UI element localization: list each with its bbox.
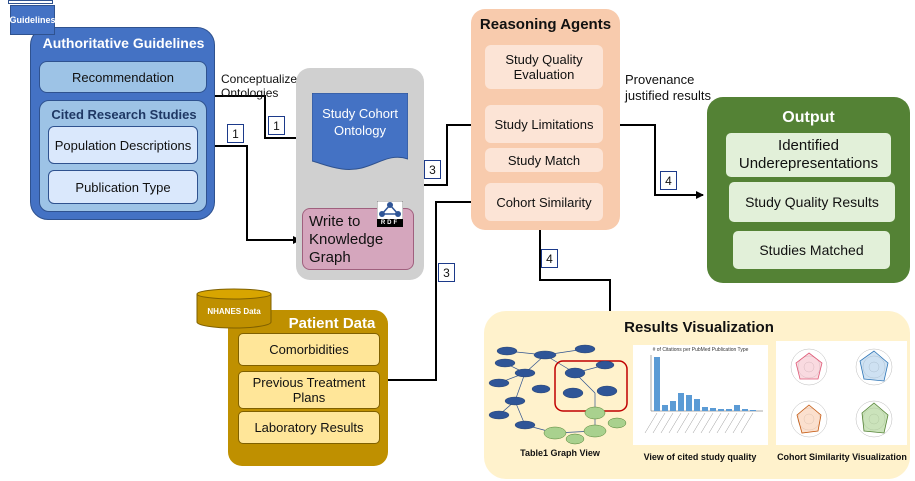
nhanes-database-icon [196, 288, 272, 329]
results-visualization-title: Results Visualization [624, 318, 774, 336]
identified-underrepresentations-box: Identified Underepresentations [726, 133, 891, 177]
authoritative-guidelines-panel: Authoritative Guidelines Recommendation … [30, 27, 215, 220]
study-limitations-box: Study Limitations [485, 105, 603, 143]
comorbidities-box: Comorbidities [238, 333, 380, 366]
patient-data-title: Patient Data [288, 314, 376, 332]
recommendation-box: Recommendation [39, 61, 207, 93]
rdf-icon: RDF [376, 200, 404, 228]
ontology-document-shape [312, 93, 408, 170]
step-badge: 3 [424, 160, 441, 179]
bar-chart-thumbnail: # of Citations per PubMed Publication Ty… [633, 345, 768, 445]
arrow-patient-to-reasoning [388, 198, 481, 381]
bar-chart-plot [644, 355, 763, 434]
step-badge: 1 [227, 124, 244, 143]
authoritative-guidelines-title: Authoritative Guidelines [42, 35, 205, 51]
caption-cohort-similarity: Cohort Similarity Visualization [777, 452, 907, 462]
cohort-similarity-box: Cohort Similarity [485, 183, 603, 221]
population-descriptions-box: Population Descriptions [48, 126, 198, 164]
output-panel: Output Identified Underepresentations St… [707, 97, 910, 283]
study-quality-evaluation-box: Study Quality Evaluation [485, 45, 603, 89]
study-match-box: Study Match [485, 148, 603, 172]
step-badge: 4 [660, 171, 677, 190]
knowledge-graph-label: Write to Knowledge Graph [309, 213, 384, 266]
reasoning-agents-panel: Reasoning Agents Study Quality Evaluatio… [471, 9, 620, 230]
arrow-reasoning-to-visualization [539, 228, 614, 323]
publication-type-box: Publication Type [48, 170, 198, 204]
document-stack-icon [8, 0, 53, 4]
output-title: Output [782, 109, 835, 126]
step-badge: 3 [438, 263, 455, 282]
radar-charts-thumbnail [776, 341, 907, 445]
patient-data-panel: Patient Data Comorbidities Previous Trea… [228, 310, 388, 466]
previous-treatment-plans-box: Previous Treatment Plans [238, 371, 380, 409]
guidelines-tab: Guidelines [10, 5, 56, 35]
cited-research-title: Cited Research Studies [51, 106, 197, 122]
arrow-guidelines-to-ontology [205, 95, 309, 142]
cited-research-panel: Cited Research Studies Population Descri… [39, 100, 207, 212]
rdf-text: RDF [380, 220, 400, 226]
bar-chart-title: # of Citations per PubMed Publication Ty… [652, 346, 749, 353]
reasoning-agents-title: Reasoning Agents [479, 15, 612, 33]
caption-graph-view: Table1 Graph View [520, 448, 600, 458]
conceptualize-label: Conceptualize Ontologies [221, 72, 298, 100]
step-badge: 1 [268, 116, 285, 135]
ontology-doc-label: Study Cohort Ontology [322, 106, 398, 138]
study-quality-results-box: Study Quality Results [729, 182, 895, 222]
studies-matched-box: Studies Matched [733, 231, 890, 269]
step-badge: 4 [541, 249, 558, 268]
caption-study-quality: View of cited study quality [643, 452, 757, 462]
arrow-ontology-to-reasoning [408, 121, 481, 186]
laboratory-results-box: Laboratory Results [238, 411, 380, 444]
provenance-label: Provenance justified results [625, 72, 711, 103]
graph-view-thumbnail [488, 344, 628, 445]
nhanes-data-label: NHANES Data [207, 306, 261, 316]
arrow-population-to-kg [200, 145, 301, 244]
arrow-reasoning-to-output [616, 124, 704, 199]
